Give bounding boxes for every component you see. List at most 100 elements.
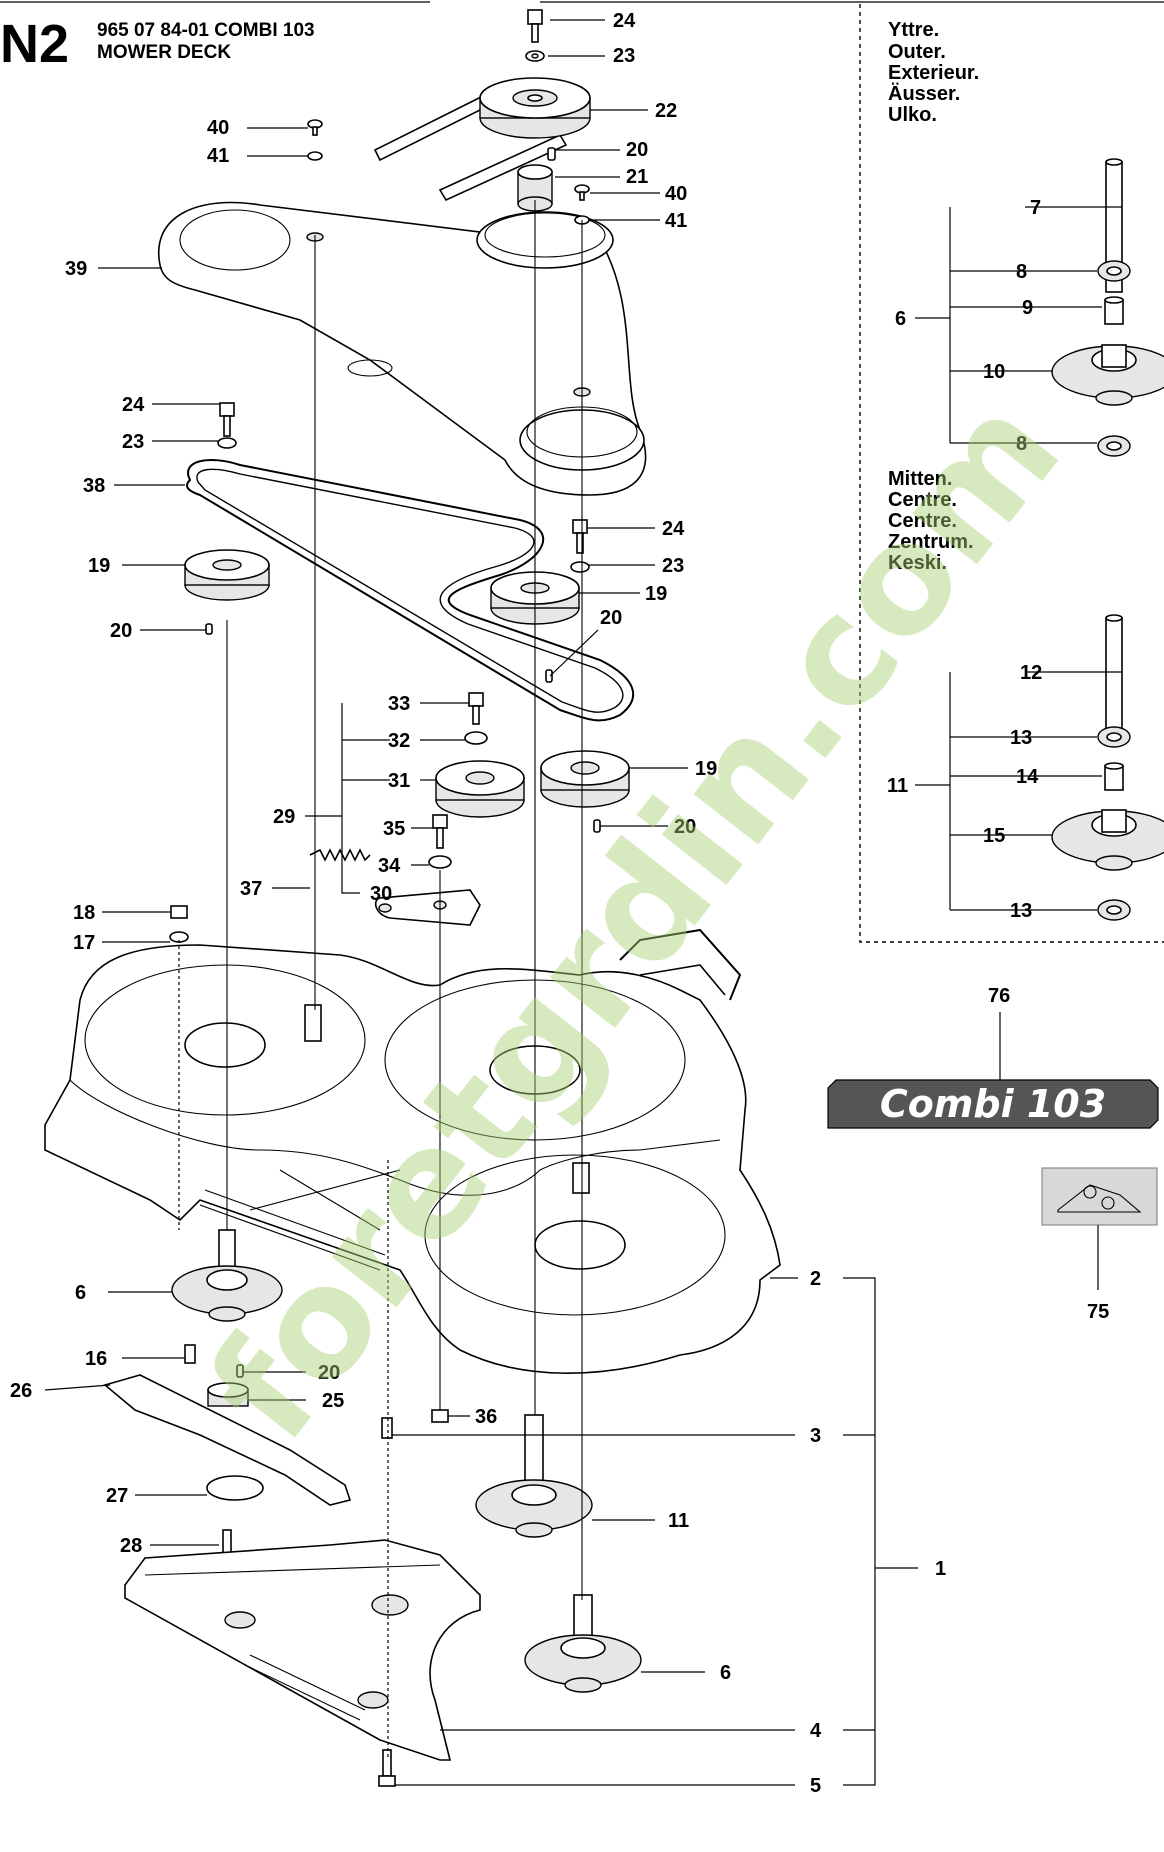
blade-adapter <box>207 1364 249 1407</box>
callout-10: 10 <box>983 361 1005 383</box>
callout-40: 40 <box>207 117 229 139</box>
callout-19: 19 <box>695 758 717 780</box>
deck-nut <box>431 1409 449 1423</box>
spindle-inset-border <box>859 4 1164 943</box>
callout-13: 13 <box>1010 900 1032 922</box>
callout-23: 23 <box>613 45 635 67</box>
blade-washer <box>206 1475 264 1501</box>
callout-29: 29 <box>273 806 295 828</box>
mower-deck <box>44 928 781 1374</box>
callout-32: 32 <box>388 730 410 752</box>
outer-label-en: Outer. <box>888 41 946 63</box>
callout-31: 31 <box>388 770 410 792</box>
callout-20: 20 <box>318 1362 340 1384</box>
callout-11: 11 <box>668 1510 689 1532</box>
callout-21: 21 <box>626 166 648 188</box>
callout-41: 41 <box>207 145 229 167</box>
outer-label-fi: Ulko. <box>888 104 937 126</box>
callout-8: 8 <box>1016 261 1027 283</box>
callout-6: 6 <box>720 1662 731 1684</box>
callout-76: 76 <box>988 985 1010 1007</box>
callout-11: 11 <box>887 775 908 797</box>
idler-pulley <box>435 692 525 818</box>
centre-spindle-assembly <box>1051 614 1164 921</box>
nut <box>170 905 188 919</box>
centre-label-en: Centre. <box>888 489 957 511</box>
key <box>547 147 556 161</box>
callout-24: 24 <box>613 10 636 32</box>
callout-75: 75 <box>1087 1301 1109 1323</box>
outer-label-de: Äusser. <box>888 82 960 105</box>
callout-27: 27 <box>106 1485 128 1507</box>
arm-bolt <box>428 814 452 869</box>
callout-23: 23 <box>122 431 144 453</box>
callout-19: 19 <box>645 583 667 605</box>
callout-39: 39 <box>65 258 87 280</box>
callout-17: 17 <box>73 932 95 954</box>
callout-24: 24 <box>662 518 685 540</box>
callout-36: 36 <box>475 1406 497 1428</box>
callout-15: 15 <box>983 825 1005 847</box>
callout-5: 5 <box>810 1775 821 1797</box>
callout-20: 20 <box>600 607 622 629</box>
cutting-blade <box>103 1374 352 1506</box>
decal-text: Combi 103 <box>880 1082 1106 1126</box>
outer-label-fr: Exterieur. <box>888 62 979 84</box>
v-belt <box>186 459 635 722</box>
plate-bolt <box>378 1749 396 1787</box>
callout-14: 14 <box>1016 766 1039 788</box>
callout-19: 19 <box>88 555 110 577</box>
outer-label-sv: Yttre. <box>888 19 939 41</box>
callout-35: 35 <box>383 818 405 840</box>
callout-25: 25 <box>322 1390 344 1412</box>
callout-16: 16 <box>85 1348 107 1370</box>
callout-26: 26 <box>10 1380 32 1402</box>
callout-18: 18 <box>73 902 95 924</box>
callout-3: 3 <box>810 1425 821 1447</box>
callout-23: 23 <box>662 555 684 577</box>
callout-4: 4 <box>810 1720 822 1742</box>
right-upper-pulley <box>490 519 590 683</box>
cover-screw-left <box>307 119 323 161</box>
callout-41: 41 <box>665 210 687 232</box>
tension-spring <box>309 848 371 862</box>
idler-arm <box>374 889 481 926</box>
callout-22: 22 <box>655 100 677 122</box>
centre-label-sv: Mitten. <box>888 468 952 490</box>
callout-12: 12 <box>1020 662 1042 684</box>
callout-1: 1 <box>935 1558 946 1580</box>
section-code: N2 <box>0 14 69 74</box>
callout-2: 2 <box>810 1268 821 1290</box>
centre-spindle <box>475 1414 593 1538</box>
deck-lower-plate <box>124 1539 481 1761</box>
cover-screw-right <box>574 184 590 225</box>
callout-37: 37 <box>240 878 262 900</box>
callout-9: 9 <box>1022 297 1033 319</box>
right-spindle <box>524 1594 642 1693</box>
callout-20: 20 <box>674 816 696 838</box>
spindle-shaft <box>1105 617 1123 737</box>
model-decal: Combi 103 <box>827 1079 1159 1129</box>
top-pulley <box>479 77 591 139</box>
callout-33: 33 <box>388 693 410 715</box>
belt-section-upper <box>373 93 492 162</box>
callout-20: 20 <box>626 139 648 161</box>
centre-spindle-label: Mitten. Centre. Centre. Zentrum. Keski. <box>888 468 974 574</box>
belt-routing-decal <box>1041 1167 1158 1226</box>
outer-spindle-assembly <box>1051 158 1164 457</box>
assembly-name: MOWER DECK <box>97 42 231 63</box>
deck-stud <box>381 1417 393 1439</box>
belt-section-lower <box>438 133 568 202</box>
callout-6: 6 <box>895 308 906 330</box>
centre-label-fi: Keski. <box>888 552 947 574</box>
callout-numbers: 24 23 22 20 21 40 41 40 41 39 24 23 38 1… <box>10 10 1109 1797</box>
callout-28: 28 <box>120 1535 142 1557</box>
centre-label-de: Zentrum. <box>888 531 974 553</box>
part-number-title: 965 07 84-01 COMBI 103 <box>97 20 315 41</box>
top-bolt <box>525 9 545 62</box>
callout-34: 34 <box>378 855 401 877</box>
callout-24: 24 <box>122 394 145 416</box>
callout-13: 13 <box>1010 727 1032 749</box>
right-lower-pulley <box>540 750 630 833</box>
